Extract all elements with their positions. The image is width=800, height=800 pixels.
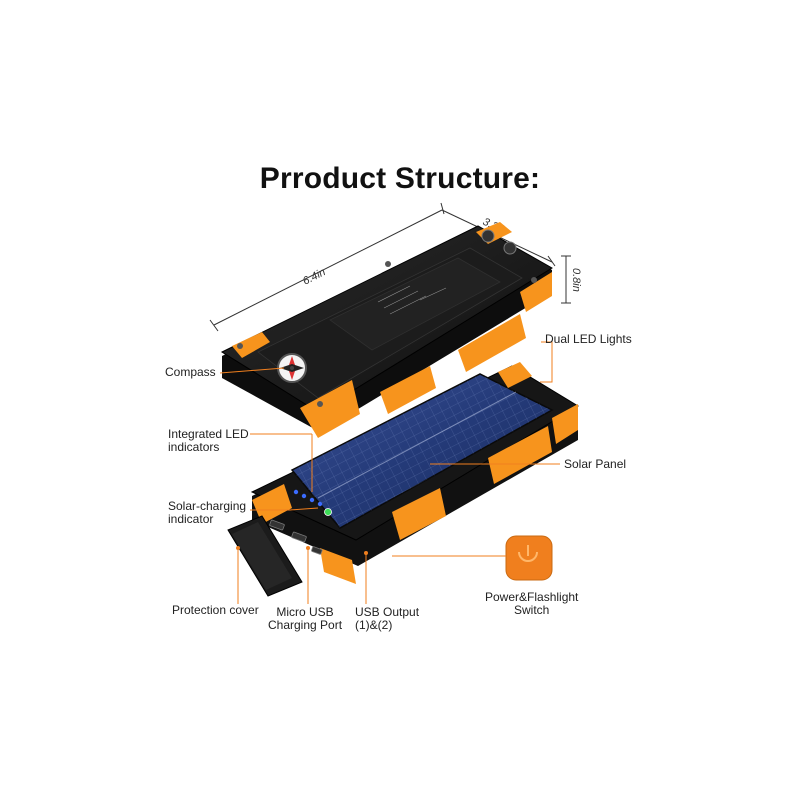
label-micro-usb-line2: Charging Port: [268, 618, 343, 632]
label-integrated-led-line2: indicators: [168, 440, 220, 454]
label-usb-output: USB Output (1)&(2): [355, 606, 419, 632]
solar-panel: [290, 373, 554, 529]
dimension-length-label: 6.4in: [301, 266, 328, 288]
label-solar-charging: Solar-charging indicator: [168, 500, 246, 526]
label-solar-panel: Solar Panel: [564, 457, 627, 471]
protection-cover: [227, 515, 303, 597]
dimension-height-label: 0.8in: [570, 268, 582, 292]
led-indicators: [293, 489, 323, 507]
label-solar-charging-line2: indicator: [168, 512, 214, 526]
label-micro-usb-line1: Micro USB: [276, 605, 334, 619]
label-power-switch: Power&Flashlight Switch: [485, 591, 578, 617]
label-protection-cover: Protection cover: [172, 603, 259, 617]
dimension-length: [209, 202, 445, 332]
label-usb-output-line1: USB Output: [355, 605, 420, 619]
power-bank-solar-view: [250, 362, 579, 584]
label-usb-output-line2: (1)&(2): [355, 618, 393, 632]
label-integrated-led: Integrated LED indicators: [168, 428, 249, 454]
power-switch-closeup: [505, 535, 553, 581]
label-dual-led-lights: Dual LED Lights: [545, 332, 632, 346]
label-compass: Compass: [165, 365, 216, 379]
power-bank-back-view: [220, 222, 553, 438]
compass-icon: [277, 353, 307, 383]
page-title: Prroduct Structure:: [259, 162, 541, 195]
solar-charging-indicator-light: [324, 508, 332, 516]
dimension-height: [561, 255, 571, 304]
label-integrated-led-line1: Integrated LED: [168, 427, 249, 441]
label-power-switch-line1: Power&Flashlight: [485, 590, 579, 604]
label-micro-usb: Micro USB Charging Port: [268, 606, 342, 632]
label-solar-charging-line1: Solar-charging: [168, 499, 247, 513]
leader-lines: [219, 341, 560, 604]
label-power-switch-line2: Switch: [514, 603, 550, 617]
